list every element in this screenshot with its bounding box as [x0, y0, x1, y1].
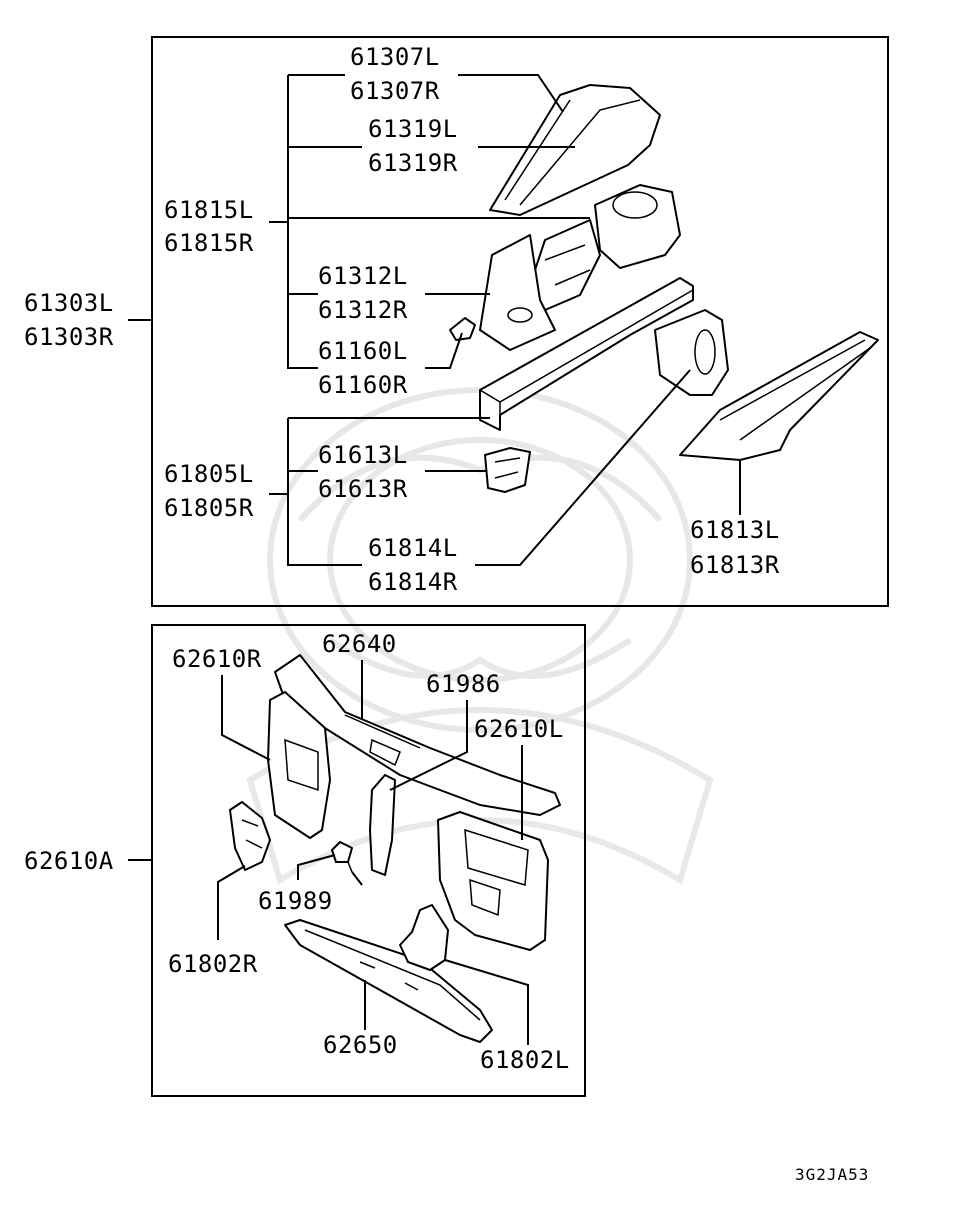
part-61813-drawing: [679, 331, 879, 461]
label-61319R: 61319R: [368, 149, 458, 177]
part-61815-drawing: [524, 184, 681, 311]
part-61986-drawing: [369, 774, 396, 876]
label-61160R: 61160R: [318, 371, 408, 399]
label-61613L: 61613L: [318, 441, 408, 469]
label-61805R: 61805R: [164, 494, 254, 522]
part-61802L-drawing: [399, 904, 449, 971]
label-61303R: 61303R: [24, 323, 114, 351]
label-61303L: 61303L: [24, 289, 114, 317]
label-61312R: 61312R: [318, 296, 408, 324]
label-61802L: 61802L: [480, 1046, 570, 1074]
label-61307L: 61307L: [350, 43, 440, 71]
label-61802R: 61802R: [168, 950, 258, 978]
label-62650: 62650: [323, 1031, 398, 1059]
upper-labels: 61303L 61303R 61815L 61815R 61805L 61805…: [24, 43, 780, 596]
lower-leader-lines: [128, 660, 529, 1045]
label-61815L: 61815L: [164, 196, 254, 224]
label-61814L: 61814L: [368, 534, 458, 562]
label-61815R: 61815R: [164, 229, 254, 257]
part-61613-drawing: [484, 447, 531, 493]
label-61613R: 61613R: [318, 475, 408, 503]
label-62610A: 62610A: [24, 847, 114, 875]
upper-group-frame: [151, 36, 889, 607]
label-62610R: 62610R: [172, 645, 262, 673]
label-61160L: 61160L: [318, 337, 408, 365]
label-61805L: 61805L: [164, 460, 254, 488]
label-62640: 62640: [322, 630, 397, 658]
label-61986: 61986: [426, 670, 501, 698]
part-61814-drawing: [654, 309, 729, 396]
diagram-code: 3G2JA53: [795, 1165, 869, 1184]
label-61312L: 61312L: [318, 262, 408, 290]
part-62650-drawing: [284, 919, 493, 1043]
part-61303-rail-drawing: [479, 277, 694, 431]
part-61989-drawing: [331, 841, 353, 873]
part-62610L-drawing: [437, 811, 549, 951]
part-61802R-drawing: [229, 801, 271, 871]
label-61989: 61989: [258, 887, 333, 915]
label-61813L: 61813L: [690, 516, 780, 544]
label-62610L: 62610L: [474, 715, 564, 743]
label-61319L: 61319L: [368, 115, 458, 143]
label-61307R: 61307R: [350, 77, 440, 105]
label-61813R: 61813R: [690, 551, 780, 579]
part-61312-drawing: [479, 234, 556, 351]
upper-leader-lines: [128, 74, 741, 566]
part-62610R-drawing: [267, 691, 331, 839]
label-61814R: 61814R: [368, 568, 458, 596]
part-61307-drawing: [489, 84, 661, 216]
lower-labels: 62610A 62610R 62640 61986 62610L 61989 6…: [24, 630, 570, 1074]
part-61160-drawing: [449, 317, 476, 341]
